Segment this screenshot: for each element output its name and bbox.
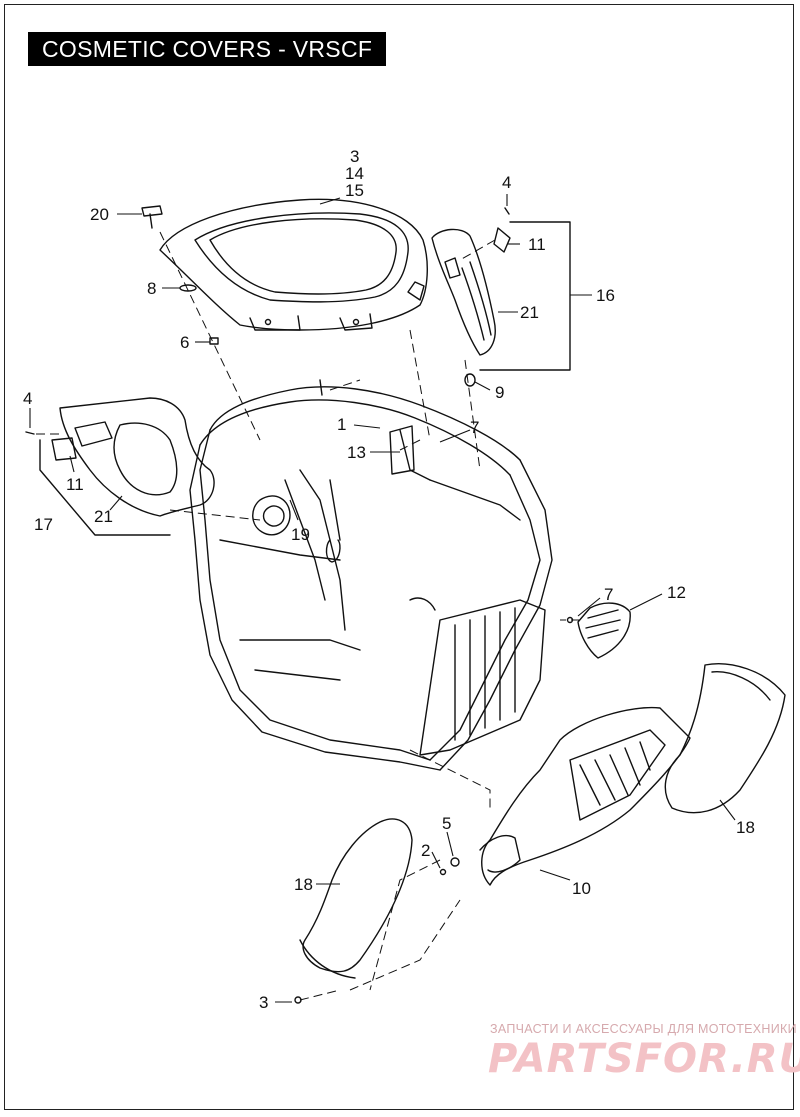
callout-bracket-17 [39, 439, 171, 536]
callout-9: 9 [495, 383, 504, 402]
cover-part-12 [577, 602, 631, 659]
callout-2: 2 [421, 841, 430, 860]
nut-part-9 [464, 373, 476, 387]
page-title: COSMETIC COVERS - VRSCF [28, 32, 387, 66]
callout-1: 1 [337, 415, 346, 434]
callout-19: 19 [291, 525, 310, 544]
callout-8: 8 [147, 279, 156, 298]
top-cover-part [159, 198, 428, 331]
callout-7-mid: 7 [470, 418, 479, 437]
callout-labels: 3 14 15 20 8 6 4 11 16 21 9 4 1 7 13 11 … [23, 147, 755, 1012]
frame-part [189, 379, 553, 771]
watermark-brand: PARTSFOR.RU [488, 1036, 800, 1082]
callout-17: 17 [34, 515, 53, 534]
screw-part-2 [439, 868, 447, 876]
centerlines [36, 231, 580, 1001]
callout-4-right: 4 [502, 173, 511, 192]
callout-11-left: 11 [66, 475, 84, 494]
clip-part-6 [209, 337, 219, 345]
right-side-cover-part [431, 227, 511, 356]
leader-lines [29, 194, 736, 1003]
callout-bracket-16 [479, 221, 571, 371]
callout-12: 12 [667, 583, 686, 602]
diagram-frame [4, 4, 794, 1110]
callout-3-bottom: 3 [259, 993, 268, 1012]
screw-part-4-right [504, 207, 510, 215]
callout-16: 16 [596, 286, 615, 305]
callout-18-right: 18 [736, 818, 755, 837]
callout-21-right: 21 [520, 303, 539, 322]
callout-11-right: 11 [528, 235, 546, 254]
callout-5: 5 [442, 814, 451, 833]
callout-4-left: 4 [23, 389, 32, 408]
callout-21-left: 21 [94, 507, 113, 526]
callout-15: 15 [345, 181, 364, 200]
wrap-part-18-left [299, 818, 413, 979]
callout-7-right: 7 [604, 585, 613, 604]
callout-13: 13 [347, 443, 366, 462]
callout-3-top: 3 [350, 147, 359, 166]
callout-10: 10 [572, 879, 591, 898]
callout-20: 20 [90, 205, 109, 224]
radiator-shroud-part-10 [479, 706, 691, 886]
callout-18-left: 18 [294, 875, 313, 894]
washer-part-5 [450, 857, 460, 867]
pin-part-20 [141, 205, 163, 229]
screw-part-4-left [25, 431, 35, 435]
wrap-part-18-right [664, 663, 786, 814]
left-side-cover-part [51, 397, 215, 517]
callout-6: 6 [180, 333, 189, 352]
watermark-tagline: ЗАПЧАСТИ И АКСЕССУАРЫ ДЛЯ МОТОТЕХНИКИ [490, 1022, 797, 1036]
callout-14: 14 [345, 164, 364, 183]
